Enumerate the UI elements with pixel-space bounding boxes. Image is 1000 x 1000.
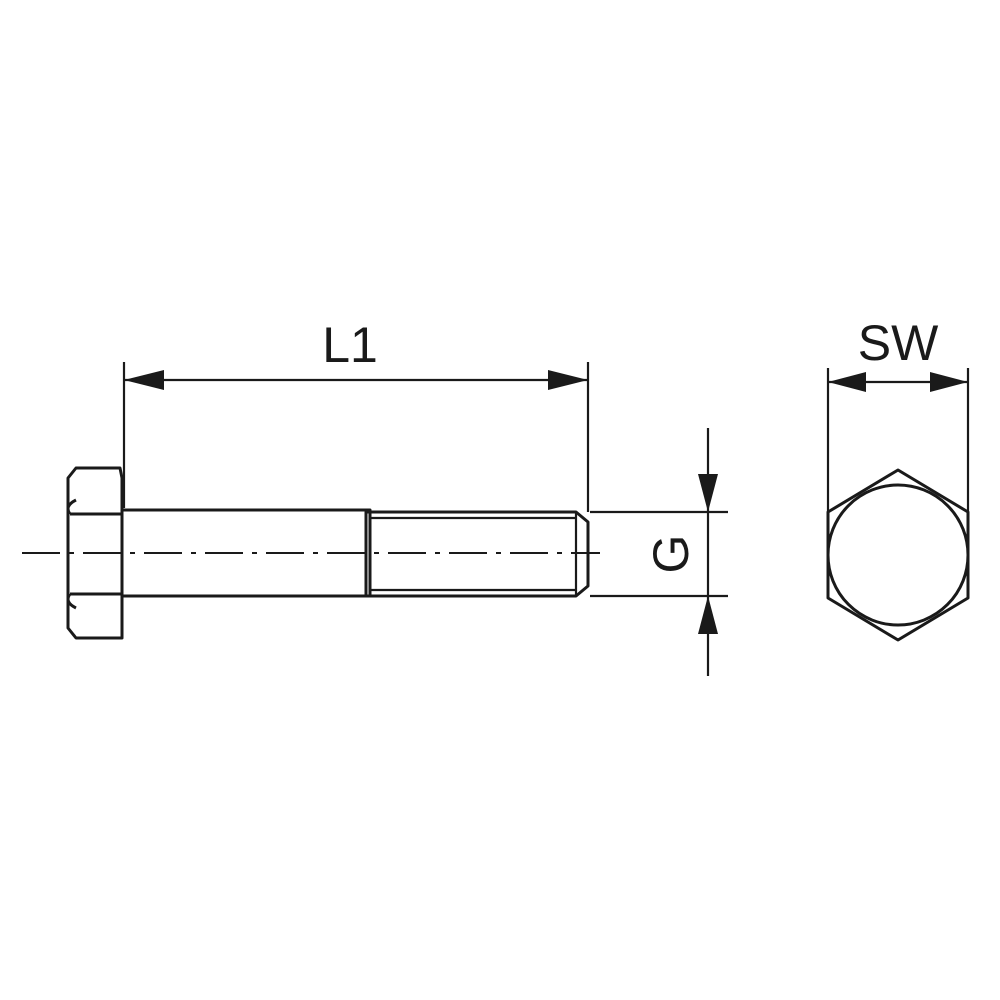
bolt-end-view <box>826 468 970 642</box>
end-view-circle <box>826 483 970 627</box>
g-arrow-bottom <box>698 596 718 634</box>
dimension-sw: SW <box>826 315 970 512</box>
sw-label: SW <box>858 315 939 371</box>
bolt-head-chamfer-upper <box>66 498 77 515</box>
l1-label: L1 <box>322 317 378 373</box>
sw-arrow-left <box>828 372 866 392</box>
l1-arrow-left <box>124 370 164 390</box>
g-label: G <box>643 535 699 574</box>
bolt-head-chamfer-lower <box>66 593 77 610</box>
end-view-hexagon <box>826 468 970 642</box>
bolt-hex-head <box>66 466 124 640</box>
g-arrow-top <box>698 474 718 512</box>
l1-arrow-right <box>548 370 588 390</box>
sw-arrow-right <box>930 372 968 392</box>
dimension-g: G <box>590 428 728 676</box>
dimension-l1: L1 <box>122 317 590 512</box>
bolt-side-view <box>22 466 600 640</box>
